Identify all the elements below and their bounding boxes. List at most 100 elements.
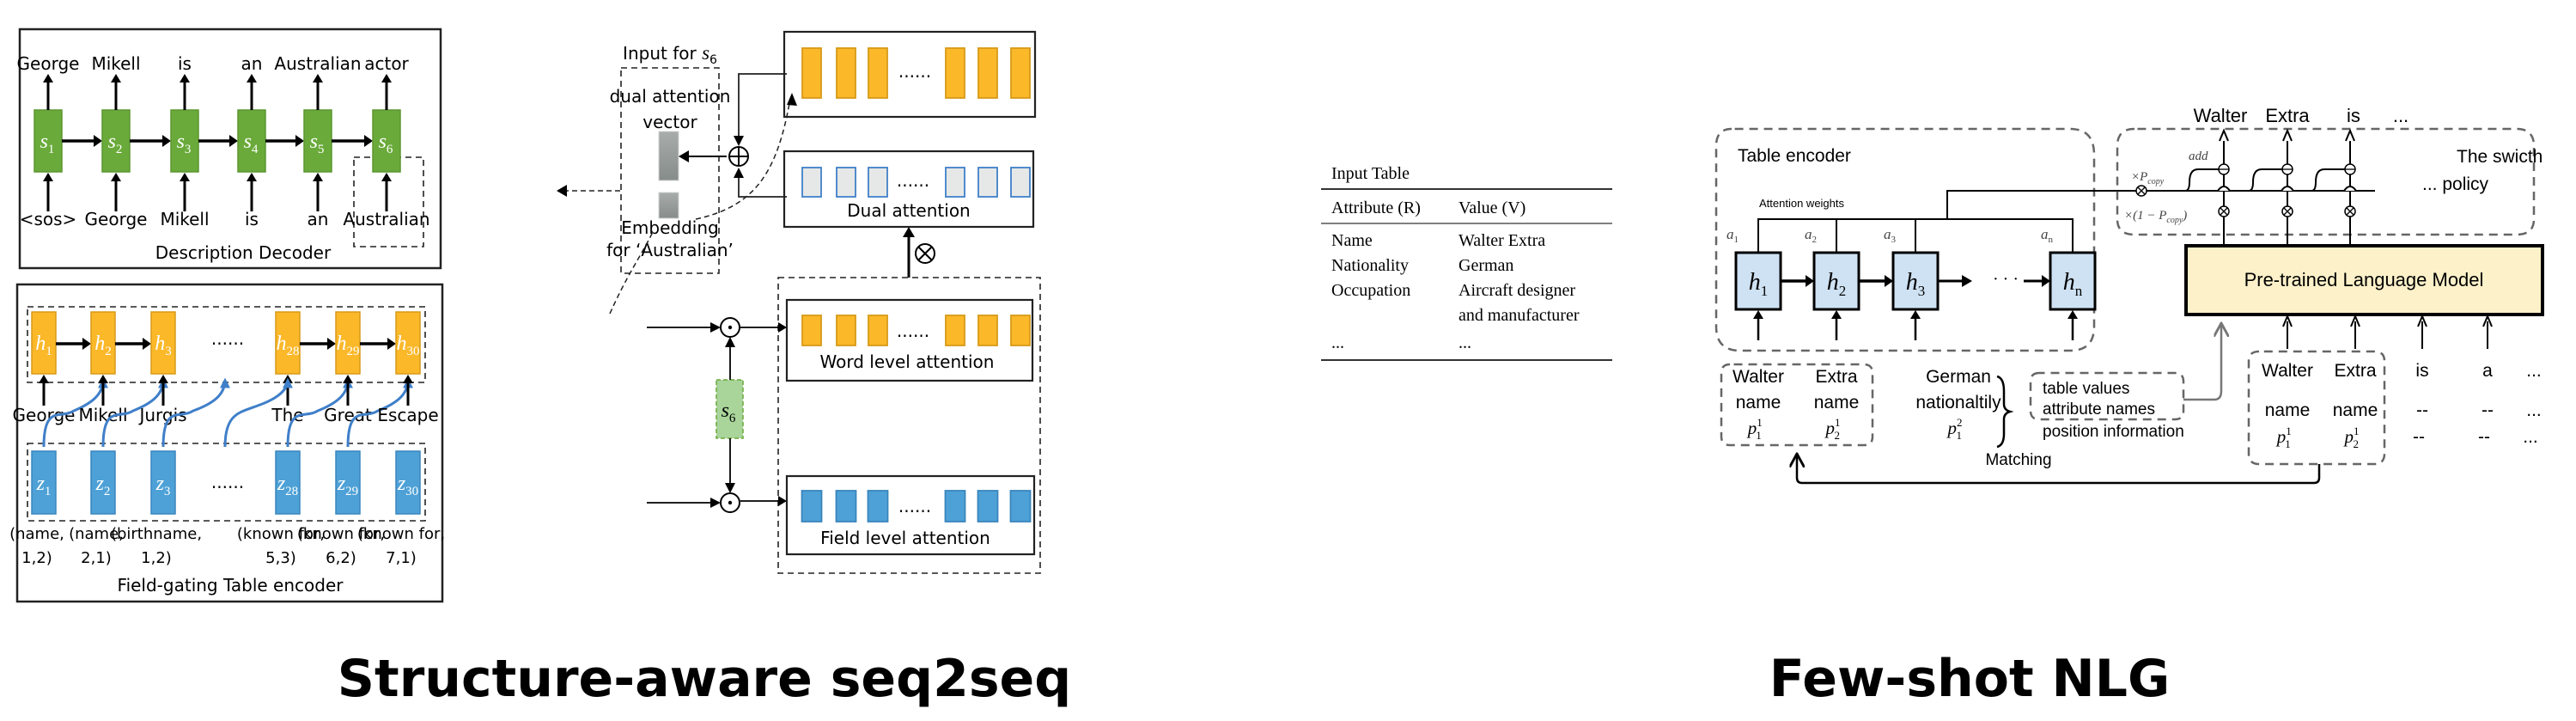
field-attention-cell xyxy=(801,490,823,522)
word-input-arrow-head xyxy=(343,375,353,383)
fewshot-hidden-label: h3 xyxy=(1906,269,1926,299)
fewshot-hidden-label: h2 xyxy=(1827,269,1847,299)
word-attention-cell xyxy=(977,315,998,346)
legend-position-information: position information xyxy=(2043,423,2184,441)
decoder-input-arrow-head xyxy=(247,173,257,181)
field-gate-curve xyxy=(101,377,168,448)
decoder-output-arrow-head xyxy=(180,74,190,82)
dual-level-attention: ...... Word level attention ...... Field… xyxy=(777,277,1041,574)
decoder-recurrent-arrow-head xyxy=(229,135,238,147)
field-ellipsis: ...... xyxy=(211,472,244,492)
decoder-input-arrow-head xyxy=(180,173,190,181)
field-state-label: z30 xyxy=(397,473,418,498)
bus-hop xyxy=(2343,186,2357,192)
attention-context-line xyxy=(1946,190,2180,219)
decoder-state-label: s1 xyxy=(40,131,55,156)
decoder-input-word: is xyxy=(245,209,259,229)
field-state-3 xyxy=(150,450,176,515)
field-gate-curve xyxy=(223,377,293,448)
decoder-recurrent-arrow-head xyxy=(162,135,171,147)
hidden-state-3 xyxy=(150,311,176,375)
word-attention-cell xyxy=(1010,315,1031,346)
decoder-output-word: actor xyxy=(364,53,409,74)
target-position: -- xyxy=(2478,427,2490,447)
hidden-ellipsis: ...... xyxy=(211,328,244,349)
field-label-line1: (known for, xyxy=(297,525,385,543)
decoder-input-arrow-head xyxy=(43,173,53,181)
fewshot-output-word: is xyxy=(2347,105,2360,126)
field-label-line2: 1,2) xyxy=(141,549,172,567)
target-value: Extra xyxy=(2334,361,2376,381)
copy-branch xyxy=(2248,168,2282,192)
dual-to-plus-line xyxy=(738,176,787,198)
dual-vector-label-2: vector xyxy=(642,112,697,132)
caption-few-shot: Few-shot NLG xyxy=(1769,649,2171,709)
hidden-state-2 xyxy=(90,311,116,375)
dual-to-plus-arrowhead xyxy=(734,168,744,178)
field-state-label: z2 xyxy=(95,473,111,498)
embedding-label-2: for ‘Australian’ xyxy=(606,240,734,260)
field-state-29 xyxy=(335,450,361,515)
gen-times-b xyxy=(2346,207,2354,216)
decoder-state-4 xyxy=(237,109,266,173)
decoder-state-label: s2 xyxy=(108,131,123,156)
source-name-group-frame xyxy=(1720,363,1874,447)
copy-branch xyxy=(2311,168,2345,192)
p-copy-label: ×Pcopy xyxy=(2131,170,2165,186)
plm-input-head xyxy=(2417,314,2427,327)
fewshot-recurrent-arrow-head xyxy=(1806,275,1814,287)
decoder-recurrent-arrow-head xyxy=(364,135,373,147)
field-label-line1: (name, xyxy=(69,525,124,543)
embedding-feed-arrowhead xyxy=(557,185,567,197)
target-value: ... xyxy=(2526,361,2542,381)
fewshot-input-arrow-head xyxy=(1831,310,1842,319)
word-level-label: Word level attention xyxy=(820,351,995,372)
table-cell-value: German xyxy=(1459,256,1513,275)
field-gate-curve xyxy=(161,377,230,448)
target-token: ......... xyxy=(2523,361,2542,447)
from-ellipsis-head xyxy=(2042,275,2050,287)
input-table: Input Table Attribute (R) Value (V) Name… xyxy=(1321,164,1612,361)
fewshot-output-word: Extra xyxy=(2265,105,2310,126)
table-cell-attribute: Occupation xyxy=(1331,281,1410,300)
target-token: is---- xyxy=(2413,361,2429,447)
attention-weight-label: a3 xyxy=(1884,226,1897,245)
source-value: Walter xyxy=(1733,367,1784,387)
s6-down-arrowhead xyxy=(725,483,735,493)
hidden-state-label: h28 xyxy=(277,333,300,358)
switch-output-head xyxy=(2345,128,2355,142)
decoder-input-word: an xyxy=(308,209,329,229)
legend-frame xyxy=(2029,371,2185,421)
decoder-output-word: Mikell xyxy=(91,53,140,74)
field-state-label: z29 xyxy=(337,473,358,498)
attention-weights-label: Attention weights xyxy=(1759,197,1845,210)
legend-attribute-names: attribute names xyxy=(2043,400,2155,419)
structure-aware-diagram: s1George<sos>s2MikellGeorges3isMikells4a… xyxy=(9,27,1041,603)
dashed-curve-arrowhead xyxy=(787,93,797,106)
decoder-state-5 xyxy=(303,109,332,173)
decoder-output-arrow-head xyxy=(43,74,53,82)
fewshot-input-arrow-head xyxy=(1910,310,1921,319)
encoder-recurrent-arrow-head xyxy=(387,338,396,350)
input-table-title: Input Table xyxy=(1331,164,1410,183)
encoder-recurrent-arrow-head xyxy=(143,338,151,350)
encoder-word: Escape xyxy=(377,405,438,425)
dual-vector-label-1: dual attention xyxy=(610,86,731,107)
dual-attention-cell xyxy=(1010,167,1031,198)
field-state-28 xyxy=(275,450,301,515)
hidden-state-28 xyxy=(275,311,301,375)
hidden-state-label: h30 xyxy=(397,333,420,358)
word-level-frame xyxy=(785,298,1034,382)
word-attention-cell xyxy=(836,315,856,346)
switch-column xyxy=(2311,128,2357,246)
decoder-state-label: s3 xyxy=(177,131,192,156)
